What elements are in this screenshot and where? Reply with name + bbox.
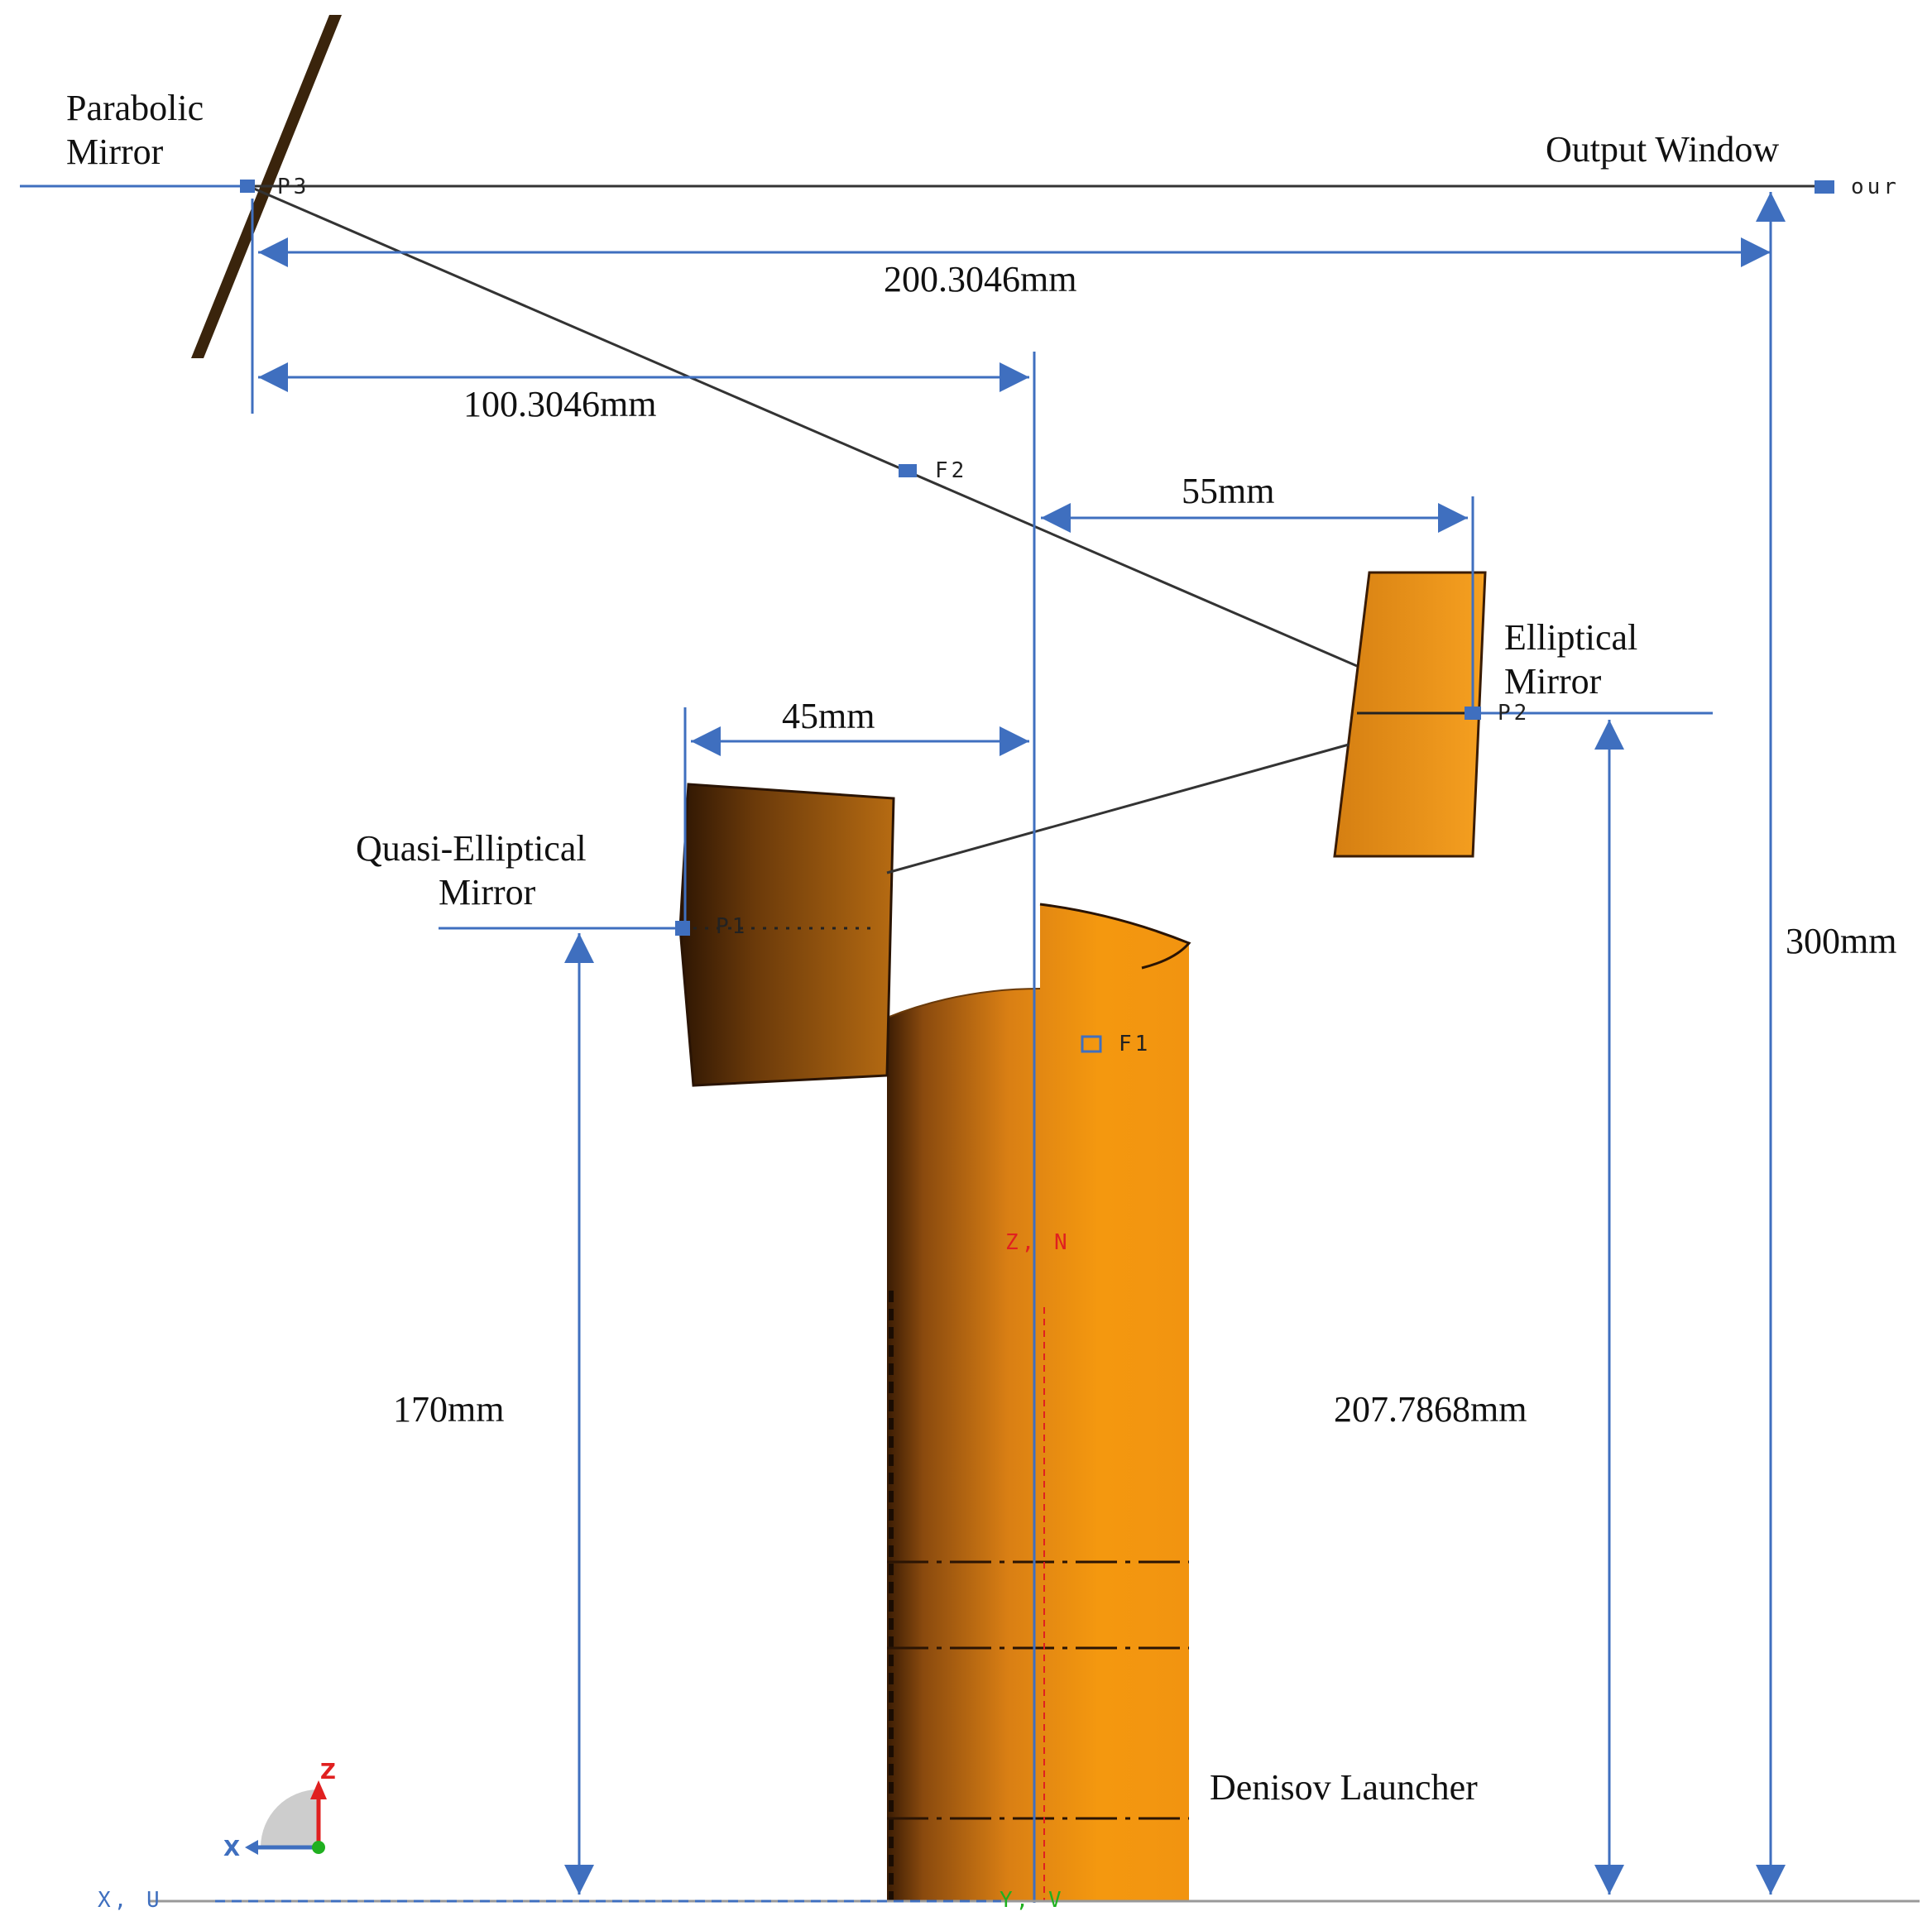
ray-path	[886, 743, 1350, 874]
point-f2-marker	[899, 464, 917, 477]
triad-z-label: Z	[320, 1760, 336, 1784]
dim-100-label: 100.3046mm	[463, 384, 656, 424]
dim-200-label: 200.3046mm	[884, 259, 1076, 299]
dim-207-label: 207.7868mm	[1334, 1389, 1527, 1430]
triad-x-label: X	[223, 1837, 240, 1861]
parabolic-mirror-label: Parabolic Mirror	[66, 88, 213, 172]
quasi-elliptical-mirror	[678, 783, 895, 1087]
zn-axis-label: Z, N	[1005, 1230, 1071, 1255]
p3-label: P3	[277, 175, 309, 199]
yv-axis-label: Y, V	[1000, 1888, 1065, 1913]
point-p1-marker	[675, 921, 690, 936]
dim-300-label: 300mm	[1786, 921, 1896, 961]
ray-path-2	[247, 184, 1358, 668]
p2-label: P2	[1498, 701, 1530, 726]
elliptical-mirror-label: Elliptical Mirror	[1504, 617, 1647, 702]
point-our-marker	[1815, 180, 1834, 194]
point-p2-marker	[1465, 707, 1481, 720]
point-f1-marker	[1081, 1035, 1102, 1053]
dimension-arrows	[258, 192, 1786, 1895]
dim-55-label: 55mm	[1182, 471, 1274, 511]
output-window-label: Output Window	[1546, 129, 1779, 170]
p1-label: P1	[716, 914, 748, 939]
denisov-launcher-label: Denisov Launcher	[1210, 1767, 1478, 1808]
f2-label: F2	[935, 458, 967, 483]
denisov-launcher-cylinder	[886, 903, 1191, 1901]
quasi-elliptical-mirror-label: Quasi-Elliptical Mirror	[356, 828, 596, 913]
point-p3-marker	[240, 180, 255, 193]
xu-axis-label: X, U	[98, 1888, 163, 1913]
dim-45-label: 45mm	[782, 696, 875, 736]
orientation-triad: Z X	[223, 1760, 336, 1861]
our-label: our	[1851, 175, 1900, 199]
reference-lines	[20, 184, 1713, 1903]
dim-170-label: 170mm	[393, 1389, 504, 1430]
f1-label: F1	[1119, 1032, 1151, 1056]
